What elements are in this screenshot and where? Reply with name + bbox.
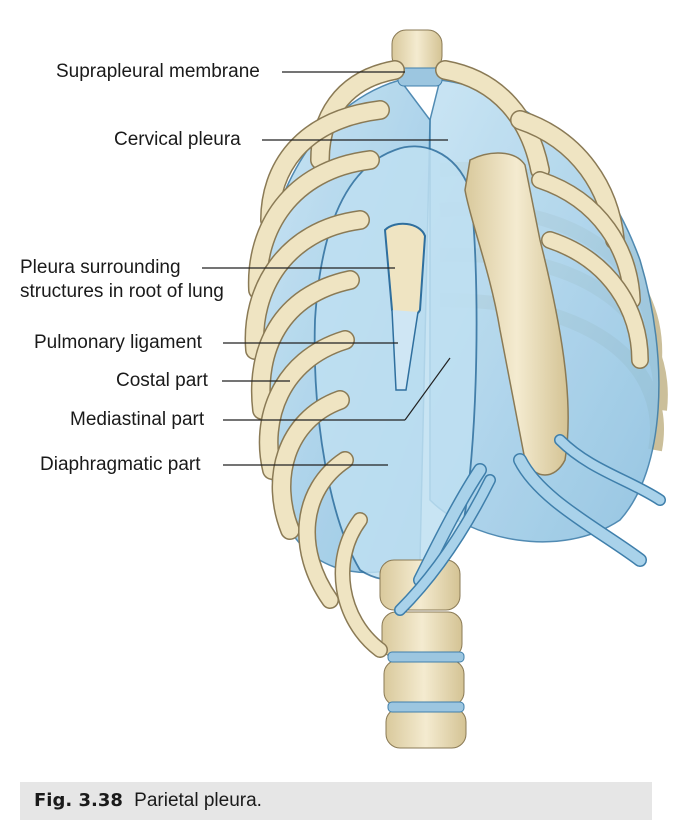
label-pleura-root-line2: structures in root of lung <box>20 281 224 302</box>
label-pulmonary-ligament: Pulmonary ligament <box>34 332 202 353</box>
costal-cartilages <box>394 434 666 616</box>
pulmonary-ligament <box>391 309 419 391</box>
figure-caption: Fig. 3.38 Parietal pleura. <box>20 782 652 820</box>
root-of-lung <box>383 222 427 319</box>
figure-title: Parietal pleura. <box>134 790 262 811</box>
label-cervical-pleura: Cervical pleura <box>114 129 241 150</box>
label-mediastinal-part: Mediastinal part <box>70 409 205 430</box>
figure-number: Fig. 3.38 <box>34 790 123 811</box>
label-suprapleural-membrane: Suprapleural membrane <box>56 61 260 82</box>
label-diaphragmatic-part: Diaphragmatic part <box>40 454 201 475</box>
parietal-pleura-illustration <box>202 29 668 749</box>
leader-lines <box>202 71 451 466</box>
sternum <box>464 152 569 476</box>
label-costal-part: Costal part <box>116 370 208 391</box>
label-pleura-root-line1: Pleura surrounding <box>20 257 181 278</box>
right-ribs <box>435 60 649 369</box>
